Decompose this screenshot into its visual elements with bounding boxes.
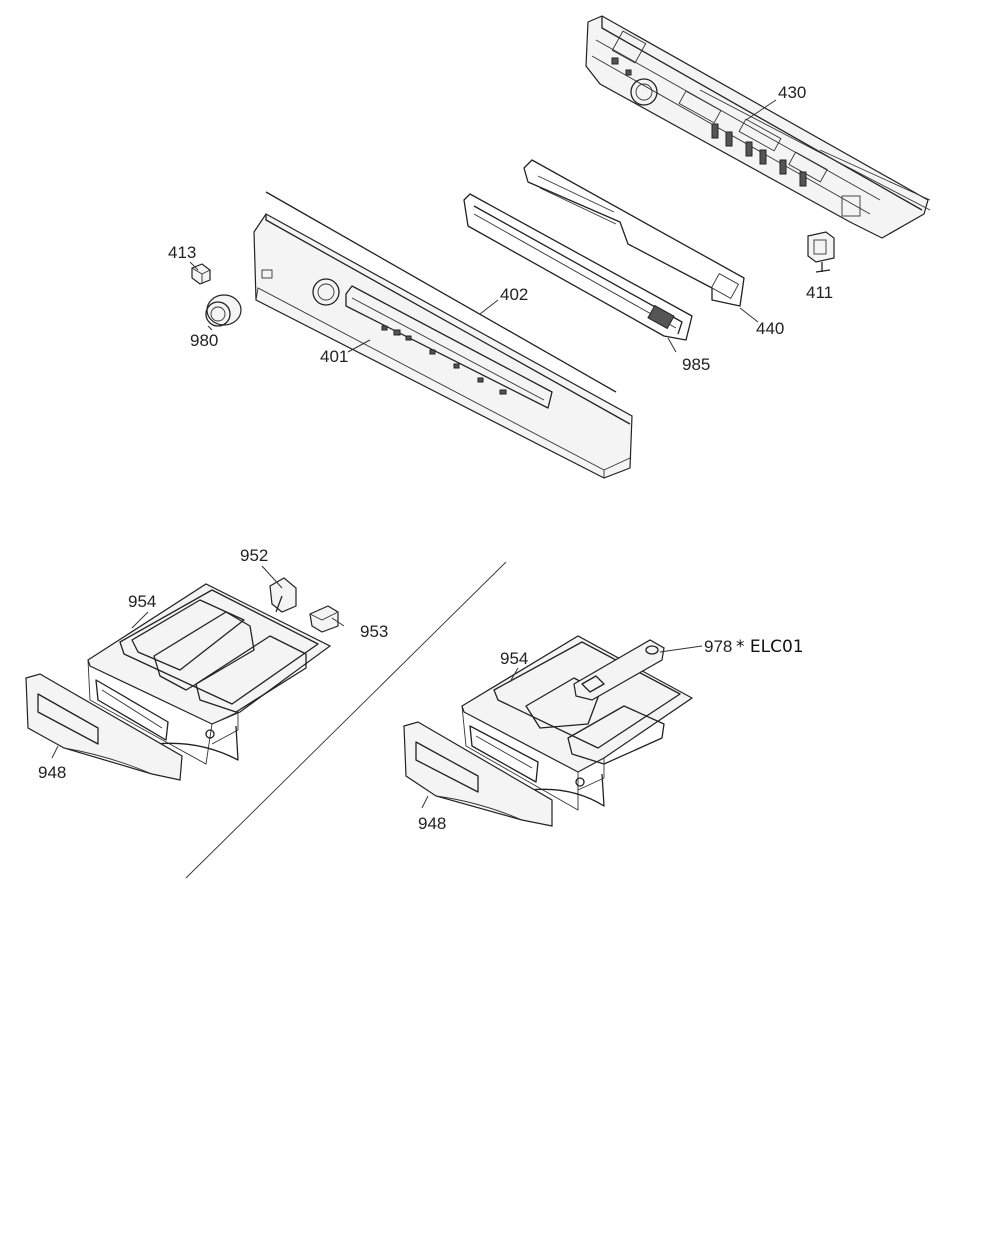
right-dispenser-drawer bbox=[461, 635, 694, 811]
leader-954-right bbox=[509, 667, 519, 683]
leader-954-left bbox=[131, 611, 149, 629]
callout-411: 411 bbox=[806, 283, 833, 302]
leader-953 bbox=[331, 617, 345, 627]
callout-954-right: 954 bbox=[500, 649, 528, 668]
callout-954-left: 954 bbox=[128, 592, 156, 611]
leader-413 bbox=[189, 261, 199, 271]
callout-413: 413 bbox=[168, 243, 196, 262]
leader-440 bbox=[739, 307, 759, 323]
leader-978 bbox=[659, 645, 703, 653]
left-dispenser-drawer bbox=[87, 577, 339, 765]
callout-948-left: 948 bbox=[38, 763, 66, 782]
callout-401: 401 bbox=[320, 347, 348, 366]
leader-430 bbox=[745, 99, 777, 121]
callout-430: 430 bbox=[778, 83, 806, 102]
leader-980 bbox=[207, 325, 213, 331]
section-divider bbox=[185, 561, 507, 879]
callout-980: 980 bbox=[190, 331, 218, 350]
left-drawer-front-948 bbox=[25, 673, 183, 781]
right-drawer-front-948 bbox=[403, 721, 553, 827]
leader-402 bbox=[479, 299, 499, 315]
callout-440: 440 bbox=[756, 319, 784, 338]
leader-952 bbox=[261, 565, 283, 589]
leader-985 bbox=[667, 337, 677, 353]
part-402-trim bbox=[265, 191, 617, 393]
part-430-control-frame bbox=[585, 15, 931, 239]
part-980-knob bbox=[205, 294, 242, 327]
callout-952: 952 bbox=[240, 546, 268, 565]
callout-985: 985 bbox=[682, 355, 710, 374]
leader-948-right bbox=[421, 795, 429, 809]
leader-948-left bbox=[51, 745, 59, 759]
part-411-bracket bbox=[807, 231, 835, 273]
part-440-membrane bbox=[523, 159, 745, 307]
callout-978: 978 bbox=[704, 637, 732, 656]
leader-401 bbox=[347, 339, 371, 353]
part-985-display-frame bbox=[463, 193, 693, 341]
callout-402: 402 bbox=[500, 285, 528, 304]
callout-978-suffix: * ELC01 bbox=[736, 637, 804, 657]
callout-953: 953 bbox=[360, 622, 388, 641]
part-401-control-panel bbox=[253, 213, 633, 479]
callout-948-right: 948 bbox=[418, 814, 446, 833]
